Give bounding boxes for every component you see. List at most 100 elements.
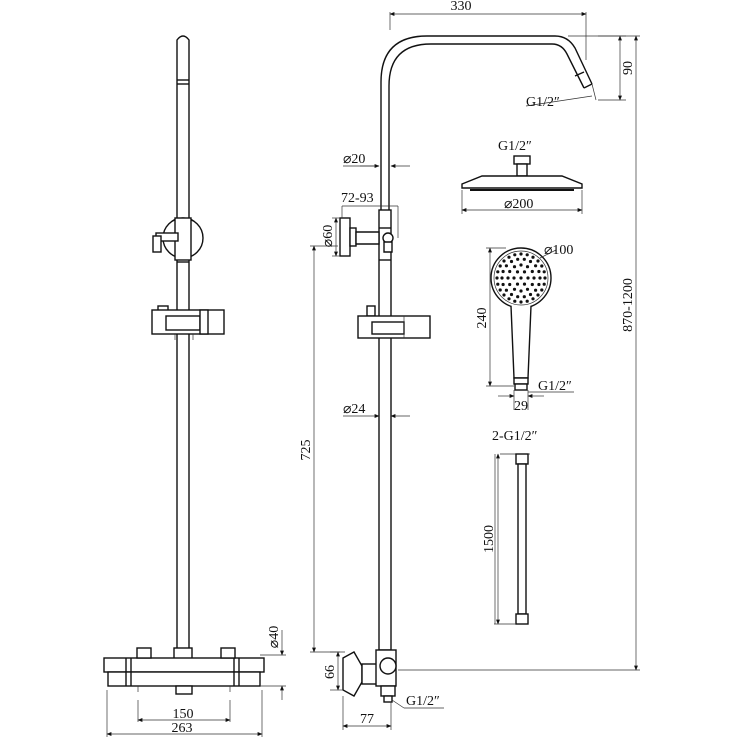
nozzle-dot [538, 276, 542, 280]
nozzle-dot [515, 282, 520, 286]
nozzle-dot [508, 269, 512, 274]
overhead-shower-head [461, 155, 583, 214]
nozzle-dot [512, 265, 517, 269]
nozzle-dot [501, 282, 505, 287]
nozzle-dot [526, 276, 530, 280]
side-shower-arm [380, 35, 593, 210]
nozzle-dot [519, 276, 523, 280]
nozzle-dot [513, 299, 517, 303]
label-hand-thread: G1/2″ [538, 379, 572, 394]
nozzle-dot [543, 276, 547, 280]
front-view [103, 35, 286, 737]
side-wall-bracket [339, 217, 394, 257]
nozzle-dot [515, 270, 520, 274]
nozzle-dot [513, 253, 517, 257]
nozzle-dot [522, 282, 527, 286]
nozzle-dot [530, 282, 534, 287]
nozzle-dot [519, 252, 523, 256]
label-top-pipe-dia: ⌀20 [343, 152, 365, 167]
label-centres: 150 [173, 707, 194, 722]
label-bracket-dia: ⌀60 [321, 225, 336, 247]
label-valve-width: 263 [172, 721, 193, 736]
nozzle-dot [530, 269, 534, 274]
nozzle-dot [534, 288, 538, 292]
hand-shower [486, 247, 574, 410]
label-hose-length: 1500 [482, 525, 497, 553]
nozzle-dot [542, 282, 546, 286]
label-total-height: 870-1200 [621, 278, 636, 332]
side-view [310, 12, 640, 730]
nozzle-dot [534, 264, 538, 268]
nozzle-dot [502, 293, 506, 297]
nozzle-dot [501, 269, 505, 274]
nozzle-dot [525, 253, 529, 257]
front-slide-bracket [151, 305, 225, 340]
label-arm-length: 330 [451, 0, 472, 14]
nozzle-dot [531, 297, 535, 301]
nozzle-dot [504, 288, 508, 292]
label-riser-height: 725 [299, 440, 314, 461]
nozzle-dot [496, 270, 500, 274]
nozzle-dot [522, 295, 526, 299]
nozzle-dot [540, 288, 544, 292]
nozzle-dot [525, 265, 530, 269]
label-arm-thread: G1/2″ [526, 95, 560, 110]
label-hose-threads: 2-G1/2″ [492, 429, 538, 444]
label-head-thread: G1/2″ [498, 139, 532, 154]
nozzle-dot [516, 295, 520, 299]
nozzle-dot [516, 257, 520, 261]
label-hand-dia: ⌀100 [544, 243, 573, 258]
label-wall-offset: 77 [360, 712, 374, 727]
side-valve-body [342, 649, 397, 703]
nozzle-dot [508, 282, 512, 287]
nozzle-dot [532, 276, 536, 280]
nozzle-dot [495, 276, 499, 280]
nozzle-dot [502, 259, 506, 263]
nozzle-dot [512, 287, 517, 291]
label-valve-depth: 66 [323, 665, 338, 679]
shower-hose [494, 453, 530, 625]
nozzle-dot [536, 293, 540, 297]
label-valve-pipe-dia: ⌀40 [267, 626, 282, 648]
nozzle-dot [522, 257, 526, 261]
nozzle-dot [519, 289, 523, 293]
nozzle-dot [507, 297, 511, 301]
label-riser-dia: ⌀24 [343, 402, 365, 417]
nozzle-dot [528, 292, 533, 297]
label-hand-neck: 29 [514, 399, 528, 414]
label-slide-range: 72-93 [341, 191, 374, 206]
nozzle-dot [537, 282, 541, 287]
front-diverter [152, 217, 204, 261]
nozzle-dot [519, 300, 523, 304]
front-riser-rail [176, 35, 190, 651]
label-arm-drop: 90 [621, 61, 636, 75]
nozzle-dot [537, 269, 541, 274]
label-head-dia: ⌀200 [504, 197, 533, 212]
nozzle-dot [509, 292, 514, 297]
nozzle-dot [509, 259, 514, 264]
front-thermostatic-valve [103, 647, 265, 695]
label-outlet-thread: G1/2″ [406, 694, 440, 709]
nozzle-dot [525, 287, 530, 291]
nozzle-dot [528, 259, 533, 264]
nozzle-dot [506, 276, 510, 280]
nozzle-dot [498, 264, 502, 268]
nozzle-dot [498, 288, 502, 292]
nozzle-dot [522, 270, 527, 274]
label-hand-length: 240 [475, 308, 490, 329]
nozzle-dot [496, 282, 500, 286]
nozzle-dot [525, 299, 529, 303]
nozzle-dot [540, 264, 544, 268]
side-riser-pipe [378, 209, 392, 651]
nozzle-dot [500, 276, 504, 280]
nozzle-dot [519, 263, 523, 267]
hand-shower-nozzles [495, 252, 547, 304]
nozzle-dot [536, 259, 540, 263]
nozzle-dot [542, 270, 546, 274]
nozzle-dot [507, 255, 511, 259]
side-slide-bracket [357, 305, 431, 339]
nozzle-dot [531, 255, 535, 259]
nozzle-dot [512, 276, 516, 280]
nozzle-dot [504, 264, 508, 268]
